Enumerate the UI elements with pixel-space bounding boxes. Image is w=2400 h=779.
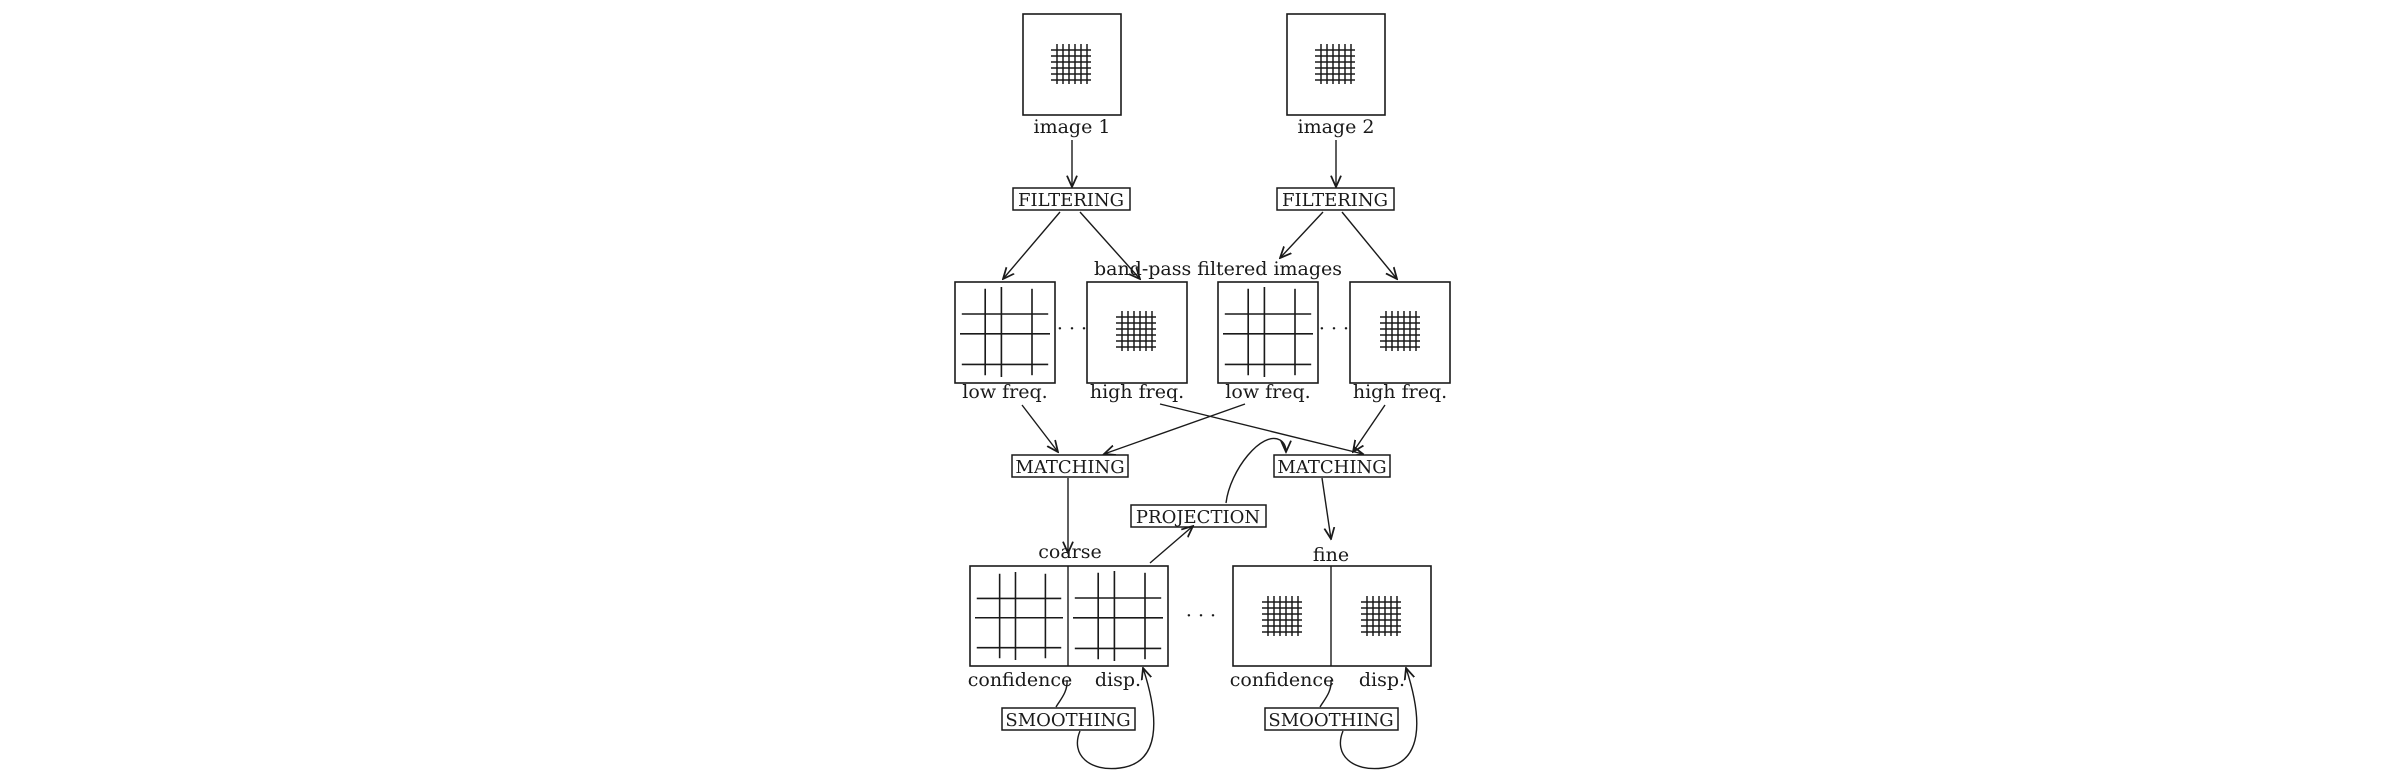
ellipsis-filtered-right: · · · <box>1319 318 1349 340</box>
image-2-frame <box>1286 13 1386 116</box>
projection-label: PROJECTION <box>1136 507 1260 528</box>
arrow-filtering-right-to-low2 <box>1280 211 1324 258</box>
coarse-disp-label: disp. <box>1095 669 1141 691</box>
smoothing-right-box: SMOOTHING <box>1264 707 1399 731</box>
image-1-frame <box>1022 13 1122 116</box>
coarse-label: coarse <box>1038 541 1102 563</box>
band-pass-caption: band-pass filtered images <box>1094 258 1342 280</box>
filtering-right-box: FILTERING <box>1276 187 1395 211</box>
line-confidence-to-smoothing-left <box>1055 679 1068 708</box>
smoothing-left-label: SMOOTHING <box>1005 710 1130 731</box>
ellipsis-filtered-left: · · · <box>1057 318 1087 340</box>
arrow-high2-to-matching-right <box>1353 404 1386 452</box>
arrow-low1-to-matching-left <box>1021 404 1058 452</box>
low-freq-image-2 <box>1217 281 1319 384</box>
fine-label: fine <box>1313 544 1349 566</box>
loop-smoothing-to-disp-fine <box>1339 668 1418 770</box>
projection-box: PROJECTION <box>1130 504 1267 528</box>
arrow-coarse-to-projection <box>1149 526 1193 564</box>
image-2-label: image 2 <box>1298 116 1375 138</box>
smoothing-left-box: SMOOTHING <box>1001 707 1136 731</box>
high-freq-image-1 <box>1086 281 1188 384</box>
low-freq-image-1 <box>954 281 1056 384</box>
arrow-filtering-left-to-high1 <box>1079 211 1140 279</box>
high-freq-image-2 <box>1349 281 1451 384</box>
matching-right-label: MATCHING <box>1277 457 1386 478</box>
ellipsis-results: · · · <box>1186 605 1216 627</box>
line-confidence-to-smoothing-right <box>1319 679 1332 708</box>
smoothing-right-label: SMOOTHING <box>1268 710 1393 731</box>
arrow-filtering-right-to-high2 <box>1341 211 1397 279</box>
image-1-label: image 1 <box>1034 116 1111 138</box>
high-freq-2-label: high freq. <box>1353 381 1447 403</box>
low-freq-2-label: low freq. <box>1225 381 1310 403</box>
filtering-left-box: FILTERING <box>1012 187 1131 211</box>
filtering-right-label: FILTERING <box>1282 190 1388 211</box>
fine-result-panel <box>1232 565 1432 667</box>
matching-left-label: MATCHING <box>1015 457 1124 478</box>
coarse-result-panel <box>969 565 1169 667</box>
low-freq-1-label: low freq. <box>962 381 1047 403</box>
matching-left-box: MATCHING <box>1011 454 1129 478</box>
fine-confidence-label: confidence <box>1230 669 1335 691</box>
arrow-high1-to-matching-right <box>1159 403 1363 454</box>
coarse-confidence-label: confidence <box>968 669 1073 691</box>
filtering-left-label: FILTERING <box>1018 190 1124 211</box>
arrow-matching-right-to-fine <box>1321 477 1331 539</box>
fine-disp-label: disp. <box>1359 669 1405 691</box>
arrow-low2-to-matching-left <box>1104 403 1246 454</box>
arrow-filtering-left-to-low1 <box>1003 211 1061 279</box>
loop-smoothing-to-disp-coarse <box>1076 668 1155 770</box>
matching-right-box: MATCHING <box>1273 454 1391 478</box>
high-freq-1-label: high freq. <box>1090 381 1184 403</box>
arrow-projection-to-matching-right <box>1225 437 1286 504</box>
